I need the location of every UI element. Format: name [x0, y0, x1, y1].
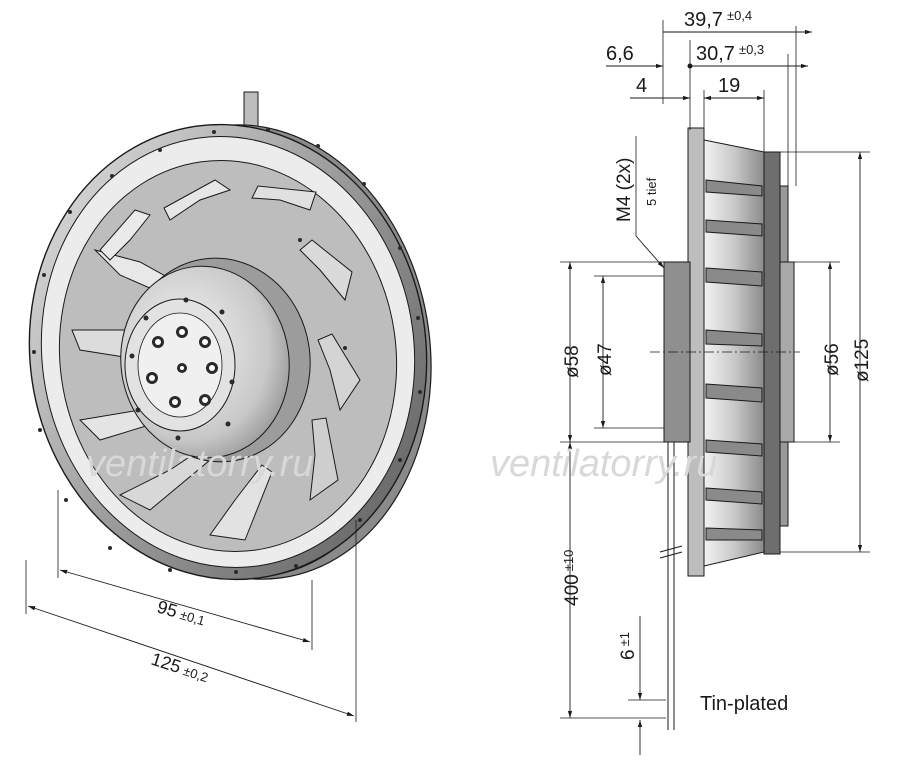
dim-19-label: 19	[718, 75, 740, 97]
dim-30-7-label: 30,7±0,3	[696, 42, 764, 65]
dim-39-7-label: 39,7±0,4	[684, 8, 752, 31]
dim-95-label: 95±0,1	[155, 597, 208, 630]
dim-4-label: 4	[636, 75, 647, 97]
dim-cable-length-label: 400±10	[561, 550, 583, 606]
dim-d125-label: ø125	[852, 339, 873, 382]
dim-strip-length-label: 6±1	[617, 632, 639, 660]
dim-125-3d-label: 125±0,2	[149, 649, 212, 686]
watermark-right: ventilatorry.ru	[490, 443, 717, 485]
dim-d47-label: ø47	[595, 343, 616, 376]
thread-leader	[635, 235, 665, 269]
watermark-left: ventilatorry.ru	[86, 443, 313, 485]
dim-side-vertical	[560, 151, 870, 755]
dim-d58-label: ø58	[562, 345, 583, 378]
rim-holes	[32, 128, 422, 574]
dim-d56-label: ø56	[822, 343, 843, 376]
fan-3d-view	[28, 91, 432, 581]
tin-plated-label: Tin-plated	[700, 693, 788, 715]
fan-side-view	[659, 127, 795, 730]
thread-depth-note: 5 tief	[644, 177, 659, 206]
dim-side-horizontal	[606, 20, 812, 186]
thread-label: M4 (2x)	[614, 158, 635, 222]
hub-holes	[129, 297, 235, 441]
dim-3d-diameters	[25, 490, 357, 722]
dim-6-6-label: 6,6	[606, 43, 634, 65]
